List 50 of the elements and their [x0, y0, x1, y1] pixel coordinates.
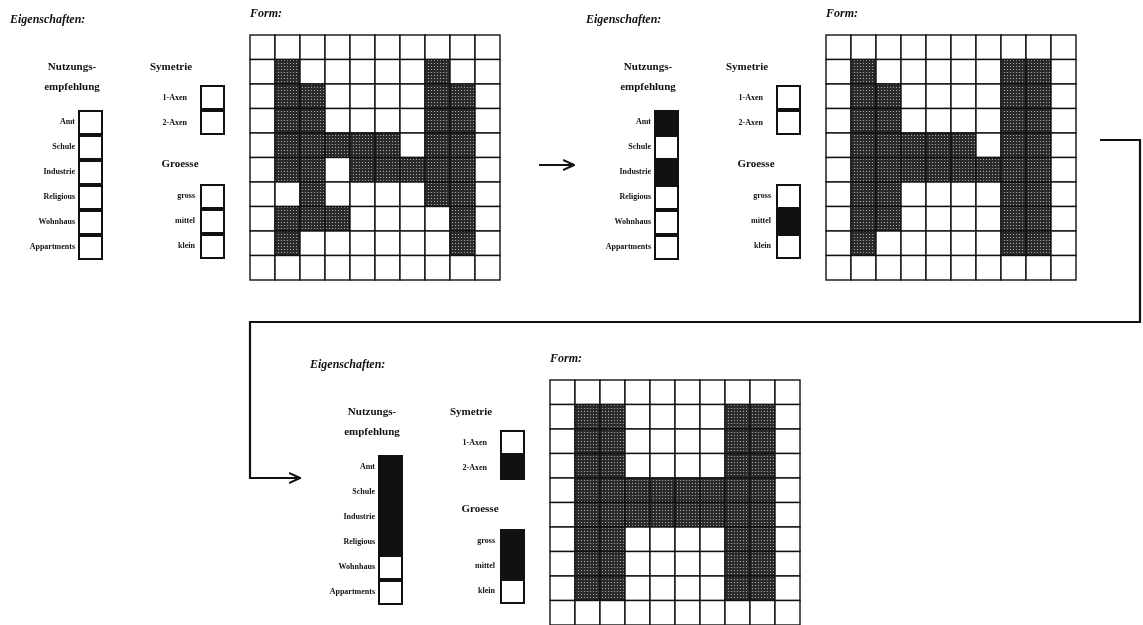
option-label: mittel: [751, 216, 771, 226]
group-heading: Groesse: [737, 156, 775, 171]
group-heading: Nutzungs- empfehlung: [619, 59, 677, 94]
option-label: Amt: [59, 117, 75, 127]
option-label: Wohnhaus: [338, 562, 375, 572]
section-heading: Form:: [826, 6, 858, 21]
option-label: 1-Axen: [462, 438, 487, 448]
section-heading: Eigenschaften:: [586, 12, 662, 27]
option-label: mittel: [175, 216, 195, 226]
option-label: Appartments: [29, 242, 75, 252]
section-heading: Form:: [550, 351, 582, 366]
option-label: klein: [478, 586, 495, 596]
group-heading: Symetrie: [450, 404, 493, 419]
option-label: Schule: [352, 487, 375, 497]
option-label: Industrie: [343, 512, 375, 522]
option-label: Religious: [343, 537, 375, 547]
arrow: [248, 138, 1142, 484]
group-heading: Nutzungs- empfehlung: [343, 404, 401, 439]
group-heading: Symetrie: [150, 59, 193, 74]
group-heading: Groesse: [461, 501, 499, 516]
option-label: mittel: [475, 561, 495, 571]
group-heading: Symetrie: [726, 59, 769, 74]
option-label: 2-Axen: [738, 118, 763, 128]
option-label: 2-Axen: [462, 463, 487, 473]
option-label: klein: [178, 241, 195, 251]
section-heading: Eigenschaften:: [10, 12, 86, 27]
option-label: gross: [477, 536, 495, 546]
option-label: Industrie: [619, 167, 651, 177]
option-label: 1-Axen: [738, 93, 763, 103]
group-heading: Groesse: [161, 156, 199, 171]
option-label: Amt: [359, 462, 375, 472]
option-label: Schule: [52, 142, 75, 152]
option-label: Appartments: [329, 587, 375, 597]
section-heading: Form:: [250, 6, 282, 21]
option-label: gross: [753, 191, 771, 201]
option-label: Amt: [635, 117, 651, 127]
option-label: Wohnhaus: [38, 217, 75, 227]
option-label: Religious: [43, 192, 75, 202]
group-heading: Nutzungs- empfehlung: [43, 59, 101, 94]
option-label: 1-Axen: [162, 93, 187, 103]
section-heading: Eigenschaften:: [310, 357, 386, 372]
arrow: [539, 159, 575, 171]
option-label: Religious: [619, 192, 651, 202]
option-label: Wohnhaus: [614, 217, 651, 227]
option-label: 2-Axen: [162, 118, 187, 128]
option-label: gross: [177, 191, 195, 201]
option-label: Appartments: [605, 242, 651, 252]
option-label: Industrie: [43, 167, 75, 177]
option-label: Schule: [628, 142, 651, 152]
option-label: klein: [754, 241, 771, 251]
